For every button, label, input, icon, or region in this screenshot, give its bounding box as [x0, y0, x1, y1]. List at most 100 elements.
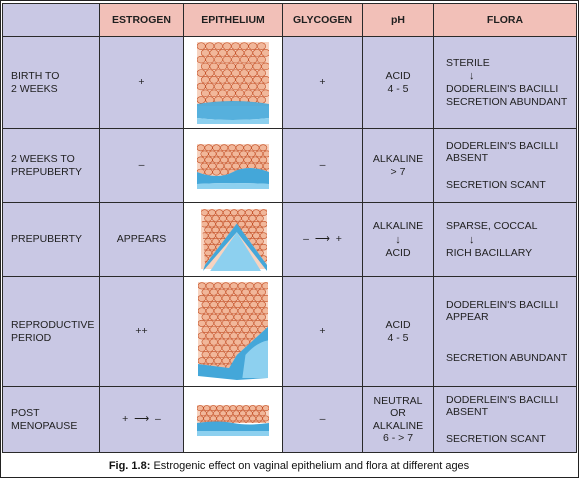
epithelial-cell — [239, 55, 249, 63]
flora-line: DODERLEIN'S BACILLI — [446, 298, 559, 311]
down-arrow-icon: ↓ — [469, 70, 475, 83]
age-line: PERIOD — [11, 331, 52, 344]
epithelial-cell — [239, 82, 249, 90]
epithelial-cell — [219, 226, 227, 233]
flora-line: ABSENT — [446, 406, 489, 419]
epithelial-cell — [220, 143, 229, 151]
epithelial-cell — [248, 214, 257, 222]
epithelial-cell — [226, 409, 234, 416]
epithelial-cell — [241, 338, 250, 346]
epithelial-cell — [222, 55, 232, 63]
epithelial-cell — [219, 214, 227, 222]
epithelial-cell — [217, 300, 226, 308]
spacer — [446, 324, 576, 338]
epithelial-cell — [262, 162, 269, 169]
epithelial-cell — [245, 409, 253, 416]
epithelial-cell — [197, 95, 206, 104]
header-glycogen: GLYCOGEN — [282, 3, 363, 37]
epithelial-cell — [205, 319, 215, 327]
epithelial-cell — [222, 208, 231, 216]
ph-line: 4 - 5 — [387, 82, 409, 95]
epithelial-cell — [229, 344, 239, 352]
epithelial-cell — [200, 48, 210, 57]
epithelial-cell — [222, 404, 230, 411]
epithelial-cell — [231, 149, 240, 157]
epithelial-cell — [213, 344, 223, 352]
epithelial-cell — [225, 288, 234, 296]
ph-cell: NEUTRAL OR ALKALINE 6 - > 7 — [362, 386, 434, 453]
epithelial-cell — [255, 415, 263, 421]
epithelial-cell — [245, 306, 255, 314]
epithelial-cell — [201, 288, 211, 296]
epithelial-cell — [229, 294, 239, 302]
epithelial-cell — [252, 220, 261, 227]
epithelial-cell — [239, 68, 249, 77]
epithelial-cell — [205, 55, 215, 63]
ph-line: OR — [390, 407, 406, 419]
epithelial-cell — [221, 281, 231, 289]
epithelial-cell — [256, 68, 266, 77]
age-line: 2 WEEKS TO — [11, 153, 75, 165]
epithelial-cell — [213, 281, 223, 289]
epithelial-cell — [221, 331, 231, 339]
epithelial-cell — [242, 404, 250, 411]
epithelial-cell — [243, 156, 252, 163]
age-line: 2 WEEKS — [11, 82, 58, 95]
flora-line: RICH BACILLARY — [446, 246, 533, 259]
epithelial-cell — [209, 288, 218, 296]
ph-line: ACID — [385, 246, 411, 259]
flora-line: DODERLEIN'S BACILLI — [446, 393, 559, 406]
ph-line: ALKALINE — [372, 220, 424, 232]
epithelial-cell — [198, 319, 207, 327]
epithelial-cell — [225, 325, 234, 333]
epithelial-cell — [252, 409, 260, 416]
epithelial-cell — [200, 149, 209, 157]
epithelial-cell — [258, 420, 266, 423]
epithelial-cell — [231, 82, 241, 90]
epithelial-cell — [257, 288, 266, 296]
epithelial-cell — [241, 325, 250, 333]
epithelial-cell — [208, 231, 216, 239]
header-epithelium: EPITHELIUM — [183, 3, 283, 37]
ph-cell: ACID 4 - 5 — [362, 276, 434, 387]
epithelial-cell — [216, 149, 225, 157]
epithelial-cell — [255, 214, 264, 222]
epithelial-cell — [235, 143, 244, 151]
epithelial-cell — [209, 313, 218, 321]
epithelial-cell — [243, 143, 252, 151]
epithelial-cell — [229, 319, 239, 327]
glycogen-to: + — [335, 233, 342, 246]
epithelial-cell — [221, 356, 231, 364]
estrogen-cell: + — [99, 36, 184, 129]
epithelial-cell — [232, 409, 240, 416]
epithelial-cell — [226, 88, 236, 97]
epithelial-cell — [239, 420, 247, 423]
epithelial-cell — [203, 415, 211, 421]
flora-line: STERILE — [446, 56, 490, 69]
epithelium-peak-illustration — [201, 208, 267, 271]
epithelial-cell — [242, 415, 250, 421]
estrogen-to: – — [155, 413, 161, 426]
right-arrow-icon: ⟶ — [311, 233, 333, 246]
epithelial-cell — [204, 237, 213, 245]
epithelial-cell — [216, 162, 225, 169]
epithelial-cell — [252, 208, 261, 216]
table-row-birth: BIRTH TO 2 WEEKS + + ACID 4 - 5 STERILE … — [2, 36, 577, 129]
epithelial-cell — [212, 156, 221, 163]
epithelial-cell — [226, 62, 236, 70]
epithelial-cell — [213, 294, 223, 302]
epithelial-cell — [225, 350, 234, 358]
epithelial-cell — [198, 344, 207, 352]
epithelial-cell — [237, 208, 246, 216]
epithelial-cell — [261, 319, 268, 327]
epithelial-cell — [233, 313, 242, 321]
flora-cell: DODERLEIN'S BACILLI ABSENT SECRETION SCA… — [433, 128, 577, 203]
epithelial-cell — [251, 156, 260, 163]
epithelium-thin-illustration — [197, 143, 269, 189]
estrogen-cell: APPEARS — [99, 202, 184, 277]
epithelial-cell — [213, 41, 223, 50]
epithelial-cell — [201, 313, 211, 321]
ph-cell: ACID 4 - 5 — [362, 36, 434, 129]
epithelial-cell — [235, 75, 245, 84]
epithelial-cell — [215, 231, 224, 239]
